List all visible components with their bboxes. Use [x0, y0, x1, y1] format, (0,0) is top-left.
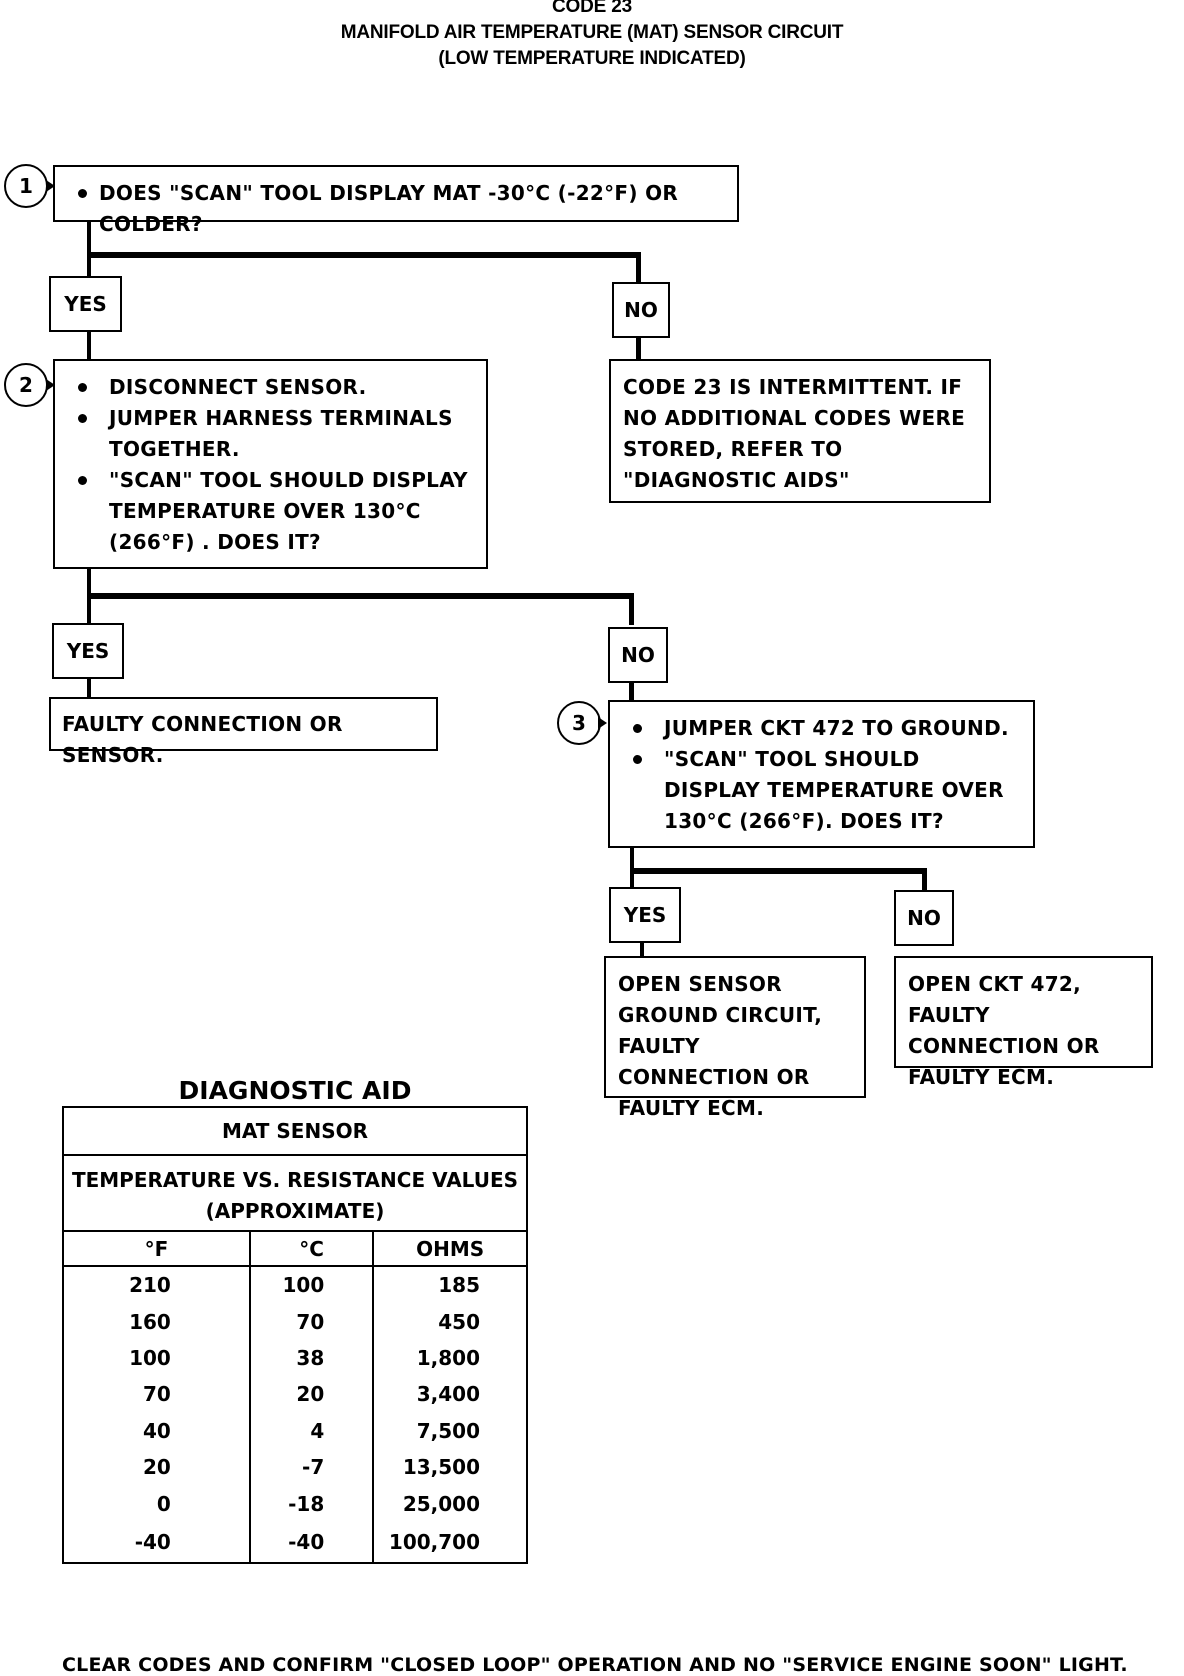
step-2-bullet: DISCONNECT SENSOR.: [67, 372, 470, 403]
step-2-marker: 2: [4, 363, 48, 407]
no-label: NO: [612, 282, 670, 338]
code-title: CODE 23: [552, 0, 632, 17]
connector: [636, 336, 641, 360]
table-title: MAT SENSOR: [62, 1106, 528, 1156]
no-label: NO: [894, 890, 954, 946]
table-row: 160 70 450: [62, 1303, 528, 1340]
temp-c: 4: [248, 1412, 375, 1449]
table-row: 0 -18 25,000: [62, 1485, 528, 1522]
column-header: °C: [248, 1231, 375, 1267]
resistance-ohms: 450: [372, 1303, 528, 1340]
temp-c: -18: [248, 1485, 375, 1522]
resistance-ohms: 25,000: [372, 1485, 528, 1522]
column-header: OHMS: [372, 1231, 528, 1267]
yes-label: YES: [49, 276, 122, 332]
table-row: 40 4 7,500: [62, 1412, 528, 1449]
table-row: 210 100 185: [62, 1266, 528, 1304]
temp-f: 210: [62, 1266, 251, 1304]
temp-c: 70: [248, 1303, 375, 1340]
temp-f: 100: [62, 1339, 251, 1377]
resistance-ohms: 100,700: [372, 1521, 528, 1564]
temp-c: -7: [248, 1448, 375, 1486]
step-3-bullet: "SCAN" TOOL SHOULD DISPLAY TEMPERATURE O…: [622, 744, 1021, 837]
page-subtitle: (LOW TEMPERATURE INDICATED): [438, 48, 746, 69]
outcome-faulty-connection: FAULTY CONNECTION OR SENSOR.: [49, 697, 438, 767]
mat-sensor-table: MAT SENSOR TEMPERATURE VS. RESISTANCE VA…: [62, 1106, 528, 1564]
column-header: °F: [62, 1231, 251, 1267]
connector: [87, 678, 91, 700]
arrow-right-icon: [46, 180, 55, 192]
yes-label: YES: [52, 623, 124, 679]
temp-c: 100: [248, 1266, 375, 1304]
connector: [87, 593, 633, 599]
table-subtitle-approx: (APPROXIMATE): [62, 1192, 528, 1232]
step-1-marker: 1: [4, 164, 48, 208]
table-row: 100 38 1,800: [62, 1339, 528, 1377]
outcome-open-ground: OPEN SENSOR GROUND CIRCUIT, FAULTY CONNE…: [604, 956, 866, 1120]
connector: [87, 252, 640, 258]
outcome-intermittent: CODE 23 IS INTERMITTENT. IF NO ADDITIONA…: [609, 359, 991, 503]
resistance-ohms: 1,800: [372, 1339, 528, 1377]
temp-f: 70: [62, 1376, 251, 1413]
connector: [630, 868, 927, 874]
table-row: 70 20 3,400: [62, 1376, 528, 1413]
connector: [636, 252, 641, 282]
temp-c: 20: [248, 1376, 375, 1413]
connector: [640, 941, 644, 959]
step-2-bullet: "SCAN" TOOL SHOULD DISPLAY TEMPERATURE O…: [67, 465, 470, 558]
temp-c: -40: [248, 1521, 375, 1564]
temp-c: 38: [248, 1339, 375, 1377]
resistance-ohms: 7,500: [372, 1412, 528, 1449]
arrow-right-icon: [46, 379, 55, 391]
no-label: NO: [608, 627, 668, 683]
table-row: 20 -7 13,500: [62, 1448, 528, 1486]
table-row: -40 -40 100,700: [62, 1521, 528, 1564]
connector: [630, 846, 634, 888]
resistance-ohms: 3,400: [372, 1376, 528, 1413]
outcome-open-ckt: OPEN CKT 472, FAULTY CONNECTION OR FAULT…: [894, 956, 1153, 1089]
resistance-ohms: 185: [372, 1266, 528, 1304]
step-2-box: DISCONNECT SENSOR. JUMPER HARNESS TERMIN…: [53, 359, 488, 569]
step-2-bullet: JUMPER HARNESS TERMINALS TOGETHER.: [67, 403, 470, 465]
connector: [922, 868, 927, 892]
arrow-right-icon: [598, 717, 607, 729]
temp-f: -40: [62, 1521, 251, 1564]
step-1-question: DOES "SCAN" TOOL DISPLAY MAT -30°C (-22°…: [67, 178, 725, 240]
temp-f: 160: [62, 1303, 251, 1340]
temp-f: 40: [62, 1412, 251, 1449]
step-3-marker: 3: [557, 701, 601, 745]
yes-label: YES: [609, 887, 681, 943]
step-3-box: JUMPER CKT 472 TO GROUND. "SCAN" TOOL SH…: [608, 700, 1035, 848]
connector: [629, 681, 634, 702]
resistance-ohms: 13,500: [372, 1448, 528, 1486]
footer-instruction: CLEAR CODES AND CONFIRM "CLOSED LOOP" OP…: [62, 1654, 1128, 1676]
connector: [87, 330, 91, 360]
temp-f: 0: [62, 1485, 251, 1522]
temp-f: 20: [62, 1448, 251, 1486]
connector: [87, 218, 91, 276]
page-title: MANIFOLD AIR TEMPERATURE (MAT) SENSOR CI…: [340, 22, 844, 43]
step-1-box: DOES "SCAN" TOOL DISPLAY MAT -30°C (-22°…: [53, 165, 739, 236]
step-3-bullet: JUMPER CKT 472 TO GROUND.: [622, 713, 1021, 744]
connector: [629, 593, 634, 625]
table-subtitle: TEMPERATURE VS. RESISTANCE VALUES: [62, 1155, 528, 1192]
diagnostic-aid-title: DIAGNOSTIC AID: [178, 1076, 412, 1105]
